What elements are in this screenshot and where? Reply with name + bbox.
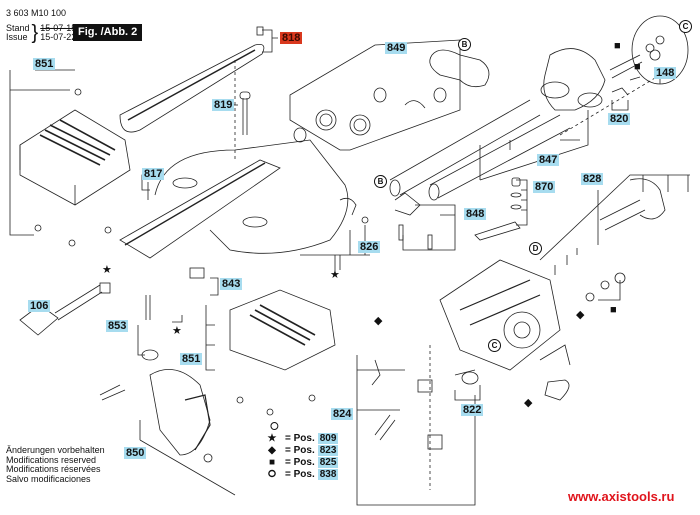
legend-position[interactable]: 823: [317, 444, 339, 456]
position-label-820[interactable]: 820: [608, 113, 631, 125]
symbol-legend: ★ = Pos. 809 ◆ = Pos. 823 ■ = Pos. 825 ⭘…: [265, 432, 339, 480]
fence-arm: [119, 159, 281, 259]
legend-row-star: ★ = Pos. 809: [265, 432, 339, 444]
position-label-817[interactable]: 817: [142, 168, 165, 180]
tube-upper: [389, 99, 541, 196]
legend-position[interactable]: 825: [317, 456, 339, 468]
spring-853: [145, 295, 151, 320]
position-label-826[interactable]: 826: [358, 241, 381, 253]
position-label-847[interactable]: 847: [537, 154, 560, 166]
leader-818: [262, 29, 278, 53]
website-link[interactable]: www.axistools.ru: [568, 489, 675, 504]
position-label-824[interactable]: 824: [331, 408, 354, 420]
position-label-822[interactable]: 822: [461, 404, 484, 416]
leader-826: [300, 225, 370, 275]
star-icon: ★: [102, 264, 112, 276]
legend-row-ring: ⭘ = Pos. 838: [265, 468, 339, 480]
position-label-870[interactable]: 870: [533, 181, 556, 193]
legend-row-square: ■ = Pos. 825: [265, 456, 339, 468]
position-label-848[interactable]: 848: [464, 208, 487, 220]
diamond-icon: ◆: [374, 315, 383, 327]
position-label-853[interactable]: 853: [106, 320, 129, 332]
reference-marker-c-top: C: [679, 20, 692, 33]
ring-icon: ⭘: [270, 421, 279, 433]
diamond-icon: ◆: [268, 444, 276, 456]
bolt-818: [256, 26, 264, 36]
legend-position[interactable]: 838: [317, 468, 339, 480]
position-label-148[interactable]: 148: [654, 67, 677, 79]
leader-828: [539, 174, 690, 275]
legend-prefix: = Pos.: [285, 444, 315, 456]
diamond-icon: ◆: [524, 397, 533, 409]
reference-marker-d: D: [529, 242, 542, 255]
leader-820: [611, 100, 629, 111]
position-label-818[interactable]: 818: [280, 32, 303, 44]
square-icon: ■: [268, 456, 276, 468]
motor-housing: [543, 48, 606, 111]
leader-851-top: [9, 69, 75, 236]
motor-cover-bottom: [229, 289, 336, 371]
legend-prefix: = Pos.: [285, 432, 315, 444]
reference-marker-b-left: B: [374, 175, 387, 188]
notice-line-es: Salvo modificaciones: [6, 473, 91, 484]
revision-block: Stand Issue } 15-07-15 15-07-22: [6, 22, 77, 44]
position-label-849[interactable]: 849: [385, 42, 408, 54]
leader-850: [99, 384, 236, 496]
leader-824: [356, 355, 476, 506]
position-label-819[interactable]: 819: [212, 99, 235, 111]
star-icon: ★: [267, 432, 277, 444]
turntable: [154, 139, 349, 254]
position-label-851-top[interactable]: 851: [33, 58, 56, 70]
leader-849: [289, 39, 461, 151]
legend-prefix: = Pos.: [285, 468, 315, 480]
issue-date: 15-07-22: [40, 32, 77, 42]
legend-position[interactable]: 809: [317, 432, 339, 444]
leader-822: [454, 385, 481, 401]
ring-icon: ⭘: [268, 468, 276, 480]
motor-cover-top: [19, 109, 131, 206]
stand-date: 15-07-15: [40, 23, 77, 33]
square-icon: ■: [634, 61, 641, 73]
notice-line-fr: Modifications réservées: [6, 464, 101, 474]
reference-marker-c-bottom: C: [488, 339, 501, 352]
document-number: 3 603 M10 100: [6, 8, 67, 18]
legend-row-diamond: ◆ = Pos. 823: [265, 444, 339, 456]
bracket-848: [394, 192, 421, 216]
position-label-828[interactable]: 828: [581, 173, 604, 185]
issue-label: Issue: [6, 32, 28, 42]
position-label-843[interactable]: 843: [220, 278, 243, 290]
position-label-851-bottom[interactable]: 851: [180, 353, 203, 365]
figure-badge: Fig. /Abb. 2: [73, 24, 143, 41]
top-rail: [119, 44, 265, 133]
tube-lower: [429, 114, 571, 199]
brace-icon: }: [31, 22, 39, 44]
square-icon: ■: [610, 304, 617, 316]
part-843: [189, 267, 205, 279]
bolt-819: [242, 98, 248, 135]
stand-label: Stand: [6, 23, 30, 33]
leader-870: [516, 179, 528, 226]
saw-housing: [439, 259, 561, 371]
star-icon: ★: [172, 325, 182, 337]
position-label-106[interactable]: 106: [28, 300, 51, 312]
modifications-notice: Änderungen vorbehalten Modifications res…: [6, 445, 105, 484]
legend-prefix: = Pos.: [285, 456, 315, 468]
square-icon: ■: [614, 40, 621, 52]
star-icon: ★: [330, 269, 340, 281]
reference-marker-b-top: B: [458, 38, 471, 51]
notice-line-en: Modifications reserved: [6, 454, 97, 465]
position-label-850[interactable]: 850: [124, 447, 147, 459]
diamond-icon: ◆: [576, 309, 585, 321]
notice-line-de: Änderungen vorbehalten: [6, 445, 105, 455]
